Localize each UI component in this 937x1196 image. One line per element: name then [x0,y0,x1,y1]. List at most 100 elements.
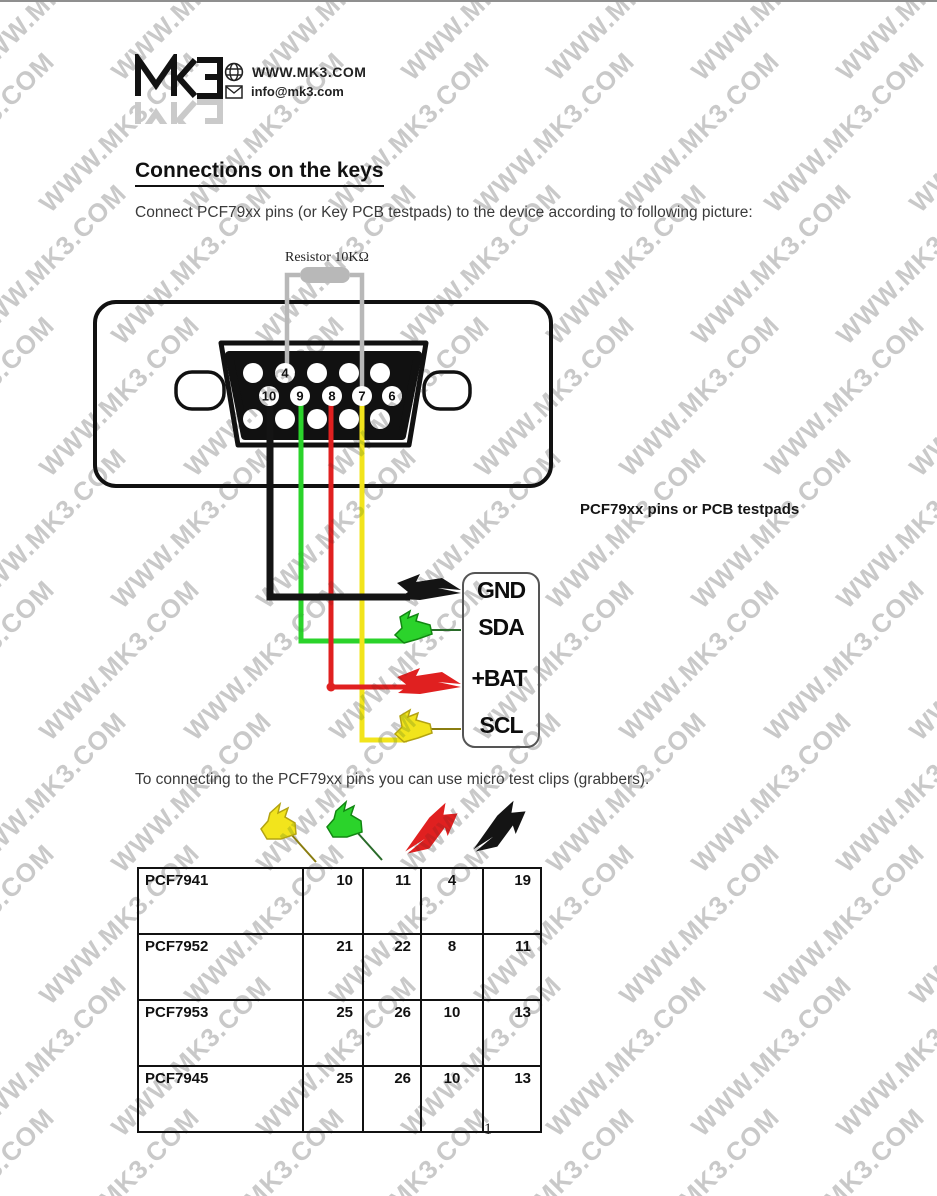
watermark-text: WWW.MK3.COM [903,310,937,483]
watermark-text: WWW.MK3.COM [613,574,786,747]
bat-label: +BAT [472,665,528,691]
pin-label-4: 4 [281,366,289,381]
watermark-text: WWW.MK3.COM [395,0,568,87]
gnd-wire [266,400,410,601]
watermark-text: WWW.MK3.COM [0,46,61,219]
watermark-text: WWW.MK3.COM [758,1102,931,1196]
bat-wire-joint [326,682,336,692]
watermark-text: WWW.MK3.COM [540,706,713,879]
watermark-text: WWW.MK3.COM [758,838,931,1011]
globe-icon [224,62,244,82]
watermark-text: WWW.MK3.COM [0,1102,61,1196]
resistor-body [300,267,350,283]
scl-label: SCL [480,712,524,738]
watermark-text: WWW.MK3.COM [613,46,786,219]
chip-name: PCF7941 [137,867,304,935]
watermark-text: WWW.MK3.COM [540,442,713,615]
pin-label-10: 10 [262,389,276,404]
page-number: 1 [484,1121,492,1138]
diagram-caption: PCF79xx pins or PCB testpads [580,501,800,518]
green-grabber-icon [393,609,433,644]
website-row: WWW.MK3.COM [224,62,366,82]
scl-pin: 25 [302,999,364,1067]
watermark-text: WWW.MK3.COM [685,970,858,1143]
watermark-text: WWW.MK3.COM [0,310,61,483]
gnd-pin: 13 [482,999,542,1067]
sda-pin: 11 [362,867,422,935]
mk3-logo-icon [135,49,223,149]
sda-label: SDA [478,614,524,640]
pin-mapping-table: PCF7941 10 11 4 19 PCF7952 21 22 8 11 PC… [137,867,542,1133]
bat-pin: 4 [420,867,484,935]
watermark-text: WWW.MK3.COM [758,46,931,219]
watermark-text: WWW.MK3.COM [613,1102,786,1196]
table-row: PCF7953 25 26 10 13 [137,999,542,1067]
intro-text: Connect PCF79xx pins (or Key PCB testpad… [135,204,753,221]
page-title: Connections on the keys [135,159,384,187]
scl-pin: 25 [302,1065,364,1133]
signal-labels-box [462,572,540,748]
watermark-text: WWW.MK3.COM [830,706,937,879]
watermark-text: WWW.MK3.COM [0,838,61,1011]
red-alligator-clip-icon [397,668,461,694]
resistor-label: Resistor 10KΩ [285,250,369,265]
resistor-leads [284,272,365,398]
pin-holes [243,363,402,429]
page-top-border [0,0,937,2]
chip-name: PCF7953 [137,999,304,1067]
gnd-pin: 19 [482,867,542,935]
email-text: info@mk3.com [251,84,344,99]
sda-pin: 22 [362,933,422,1001]
watermark-text: WWW.MK3.COM [903,1102,937,1196]
gnd-pin: 13 [482,1065,542,1133]
connector-left-ear [174,370,226,411]
yellow-grabber-icon [393,708,433,743]
bat-pin: 8 [420,933,484,1001]
watermark-text: WWW.MK3.COM [903,574,937,747]
black-alligator-column-icon [473,800,526,852]
table-row: PCF7945 25 26 10 13 [137,1065,542,1133]
table-row: PCF7952 21 22 8 11 [137,933,542,1001]
chip-name: PCF7952 [137,933,304,1001]
watermark-text: WWW.MK3.COM [540,0,713,87]
wiring-diagram: Resistor 10KΩ 4 10 9 8 7 6 [90,240,560,765]
chip-name: PCF7945 [137,1065,304,1133]
watermark-text: WWW.MK3.COM [613,310,786,483]
gnd-pin: 11 [482,933,542,1001]
scl-wire [359,400,407,743]
pin-label-6: 6 [388,389,395,404]
bat-pin: 10 [420,999,484,1067]
pin-label-7: 7 [358,389,365,404]
watermark-text: WWW.MK3.COM [685,706,858,879]
sda-wire [298,400,403,644]
test-clip-icons [250,793,550,872]
watermark-text: WWW.MK3.COM [903,838,937,1011]
scl-pin: 21 [302,933,364,1001]
watermark-text: WWW.MK3.COM [0,970,133,1143]
black-alligator-clip-icon [397,574,461,600]
watermark-text: WWW.MK3.COM [468,46,641,219]
clips-note: To connecting to the PCF79xx pins you ca… [135,771,650,788]
watermark-text: WWW.MK3.COM [685,0,858,87]
watermark-text: WWW.MK3.COM [540,970,713,1143]
watermark-text: WWW.MK3.COM [685,442,858,615]
pin-numbers: 4 10 9 8 7 6 [262,366,396,404]
scl-pin: 10 [302,867,364,935]
gnd-label: GND [477,577,526,603]
table-row: PCF7941 10 11 4 19 [137,867,542,935]
watermark-text: WWW.MK3.COM [0,0,133,87]
bat-pin: 10 [420,1065,484,1133]
yellow-grabber-column-icon [260,801,317,863]
watermark-text: WWW.MK3.COM [758,310,931,483]
envelope-icon [225,84,243,99]
watermark-text: WWW.MK3.COM [830,0,937,87]
mk3-logo [132,49,232,149]
watermark-text: WWW.MK3.COM [830,970,937,1143]
connector-right-ear [422,370,472,411]
email-row: info@mk3.com [225,84,344,99]
red-alligator-column-icon [405,802,458,854]
watermark-text: WWW.MK3.COM [613,838,786,1011]
sda-pin: 26 [362,1065,422,1133]
watermark-text: WWW.MK3.COM [758,574,931,747]
